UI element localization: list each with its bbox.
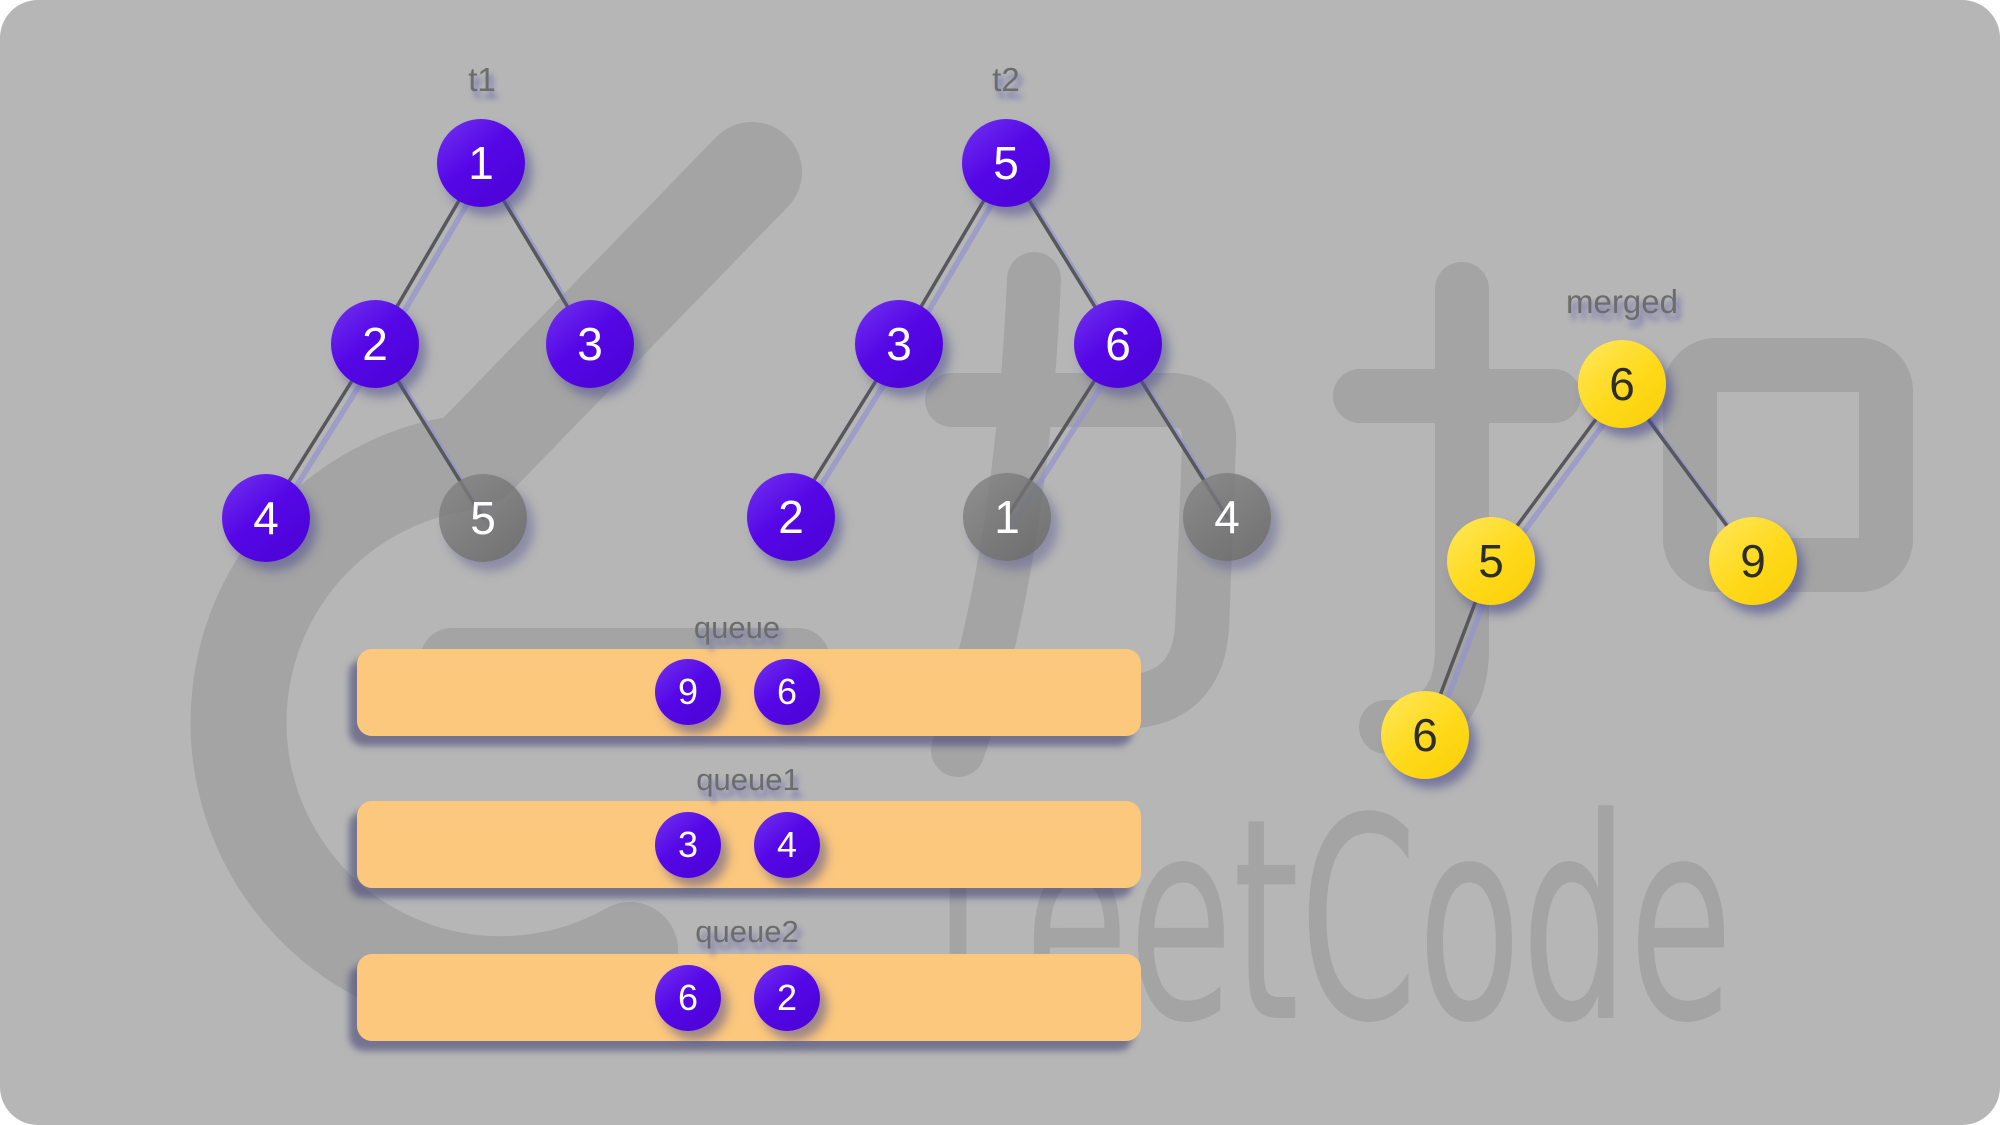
queue-label-queue: queue xyxy=(693,610,781,645)
tree-t2-node: 6 xyxy=(1074,300,1162,388)
queue-item: 3 xyxy=(655,812,721,878)
queue-label-queue1: queue1 xyxy=(696,762,800,797)
tree-label-t1: t1 xyxy=(468,61,496,98)
tree-merged-node: 6 xyxy=(1381,691,1469,779)
tree-merged-node: 9 xyxy=(1709,517,1797,605)
queue-bar-queue1 xyxy=(357,801,1141,888)
tree-t2-node: 2 xyxy=(747,473,835,561)
tree-t1-node: 3 xyxy=(546,300,634,388)
tree-t2-node: 4 xyxy=(1183,473,1271,561)
tree-t2-node: 1 xyxy=(963,473,1051,561)
tree-t1-node: 1 xyxy=(437,119,525,207)
queue-item: 9 xyxy=(655,659,721,725)
tree-t2-node: 5 xyxy=(962,119,1050,207)
tree-t2-node: 3 xyxy=(855,300,943,388)
queue-bar-queue2 xyxy=(357,954,1141,1041)
queue-item: 4 xyxy=(754,812,820,878)
tree-t1-node: 5 xyxy=(439,474,527,562)
queue-item: 6 xyxy=(655,965,721,1031)
tree-label-merged: merged xyxy=(1566,283,1678,320)
tree-t1-node: 4 xyxy=(222,474,310,562)
tree-label-t2: t2 xyxy=(992,61,1020,98)
queue-label-queue2: queue2 xyxy=(695,914,799,949)
tree-merged-node: 5 xyxy=(1447,517,1535,605)
tree-merged-node: 6 xyxy=(1578,340,1666,428)
tree-t1-node: 2 xyxy=(331,300,419,388)
queue-item: 2 xyxy=(754,965,820,1031)
queue-bar-queue xyxy=(357,649,1141,736)
queue-item: 6 xyxy=(754,659,820,725)
